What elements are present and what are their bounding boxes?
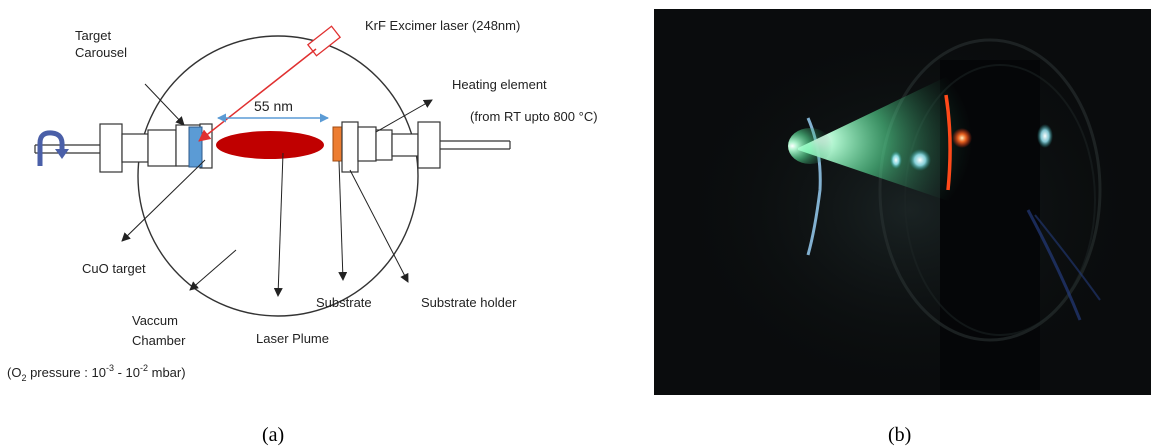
- cuo-target: [188, 126, 203, 168]
- rotation-arrow-head: [55, 149, 69, 159]
- panel-a-schematic: Target Carousel KrF Excimer laser (248nm…: [7, 18, 598, 446]
- chamber-leader: [189, 249, 237, 291]
- substrate-holder-label: Substrate holder: [421, 295, 517, 310]
- target-carousel-leader: [144, 83, 185, 126]
- heating-element-label: Heating element: [452, 77, 547, 92]
- pressure-label: (O2 pressure : 10-3 - 10-2 mbar): [7, 363, 186, 383]
- left-flange: [99, 123, 123, 173]
- reflection-spot: [890, 151, 902, 169]
- distance-label: 55 nm: [254, 98, 293, 114]
- vacuum-chamber: [137, 35, 419, 317]
- laser-label: KrF Excimer laser (248nm): [365, 18, 520, 33]
- substrate-holder: [341, 121, 359, 173]
- bracket-reflection: [1026, 209, 1082, 321]
- laser-beam: [198, 48, 317, 142]
- cuo-target-label: CuO target: [82, 261, 146, 276]
- laser-source: [306, 25, 342, 57]
- chamber-label: Chamber: [132, 333, 186, 348]
- right-flange: [375, 129, 393, 161]
- panel-a-caption: (a): [262, 424, 284, 446]
- left-flange: [147, 129, 177, 167]
- heating-element-range: (from RT upto 800 °C): [470, 109, 598, 124]
- viewport-ring: [904, 64, 1096, 336]
- bracket-reflection: [1034, 214, 1101, 301]
- chamber-label: Vaccum: [132, 313, 178, 328]
- laser-plume-label: Laser Plume: [256, 331, 329, 346]
- substrate-holder: [357, 126, 377, 162]
- heated-spot: [952, 128, 972, 148]
- target-carousel-label: Carousel: [75, 45, 127, 60]
- substrate: [332, 126, 343, 162]
- rotation-arrow-icon: [37, 130, 65, 166]
- reflection-spot: [1037, 124, 1053, 148]
- heating-element-leader: [375, 99, 433, 133]
- substrate-label: Substrate: [316, 295, 372, 310]
- substrate-holder-leader: [349, 169, 409, 283]
- laser-plume: [216, 131, 324, 159]
- reflection-spot: [909, 149, 931, 171]
- chamber-haze: [670, 20, 1150, 400]
- target-carousel-label: Target: [75, 28, 112, 43]
- left-flange: [121, 133, 149, 163]
- plasma-plume-core: [788, 128, 832, 164]
- right-flange: [417, 121, 441, 169]
- panel-b-caption: (b): [888, 424, 911, 446]
- substrate-leader: [338, 160, 348, 281]
- heated-substrate-edge: [944, 94, 952, 191]
- right-flange: [391, 133, 419, 157]
- plasma-plume: [798, 75, 973, 205]
- laser-plume-leader: [273, 152, 284, 297]
- panel-b-photo: (b): [654, 9, 1151, 446]
- cuo-target-leader: [121, 159, 206, 242]
- viewport-ring: [878, 38, 1102, 342]
